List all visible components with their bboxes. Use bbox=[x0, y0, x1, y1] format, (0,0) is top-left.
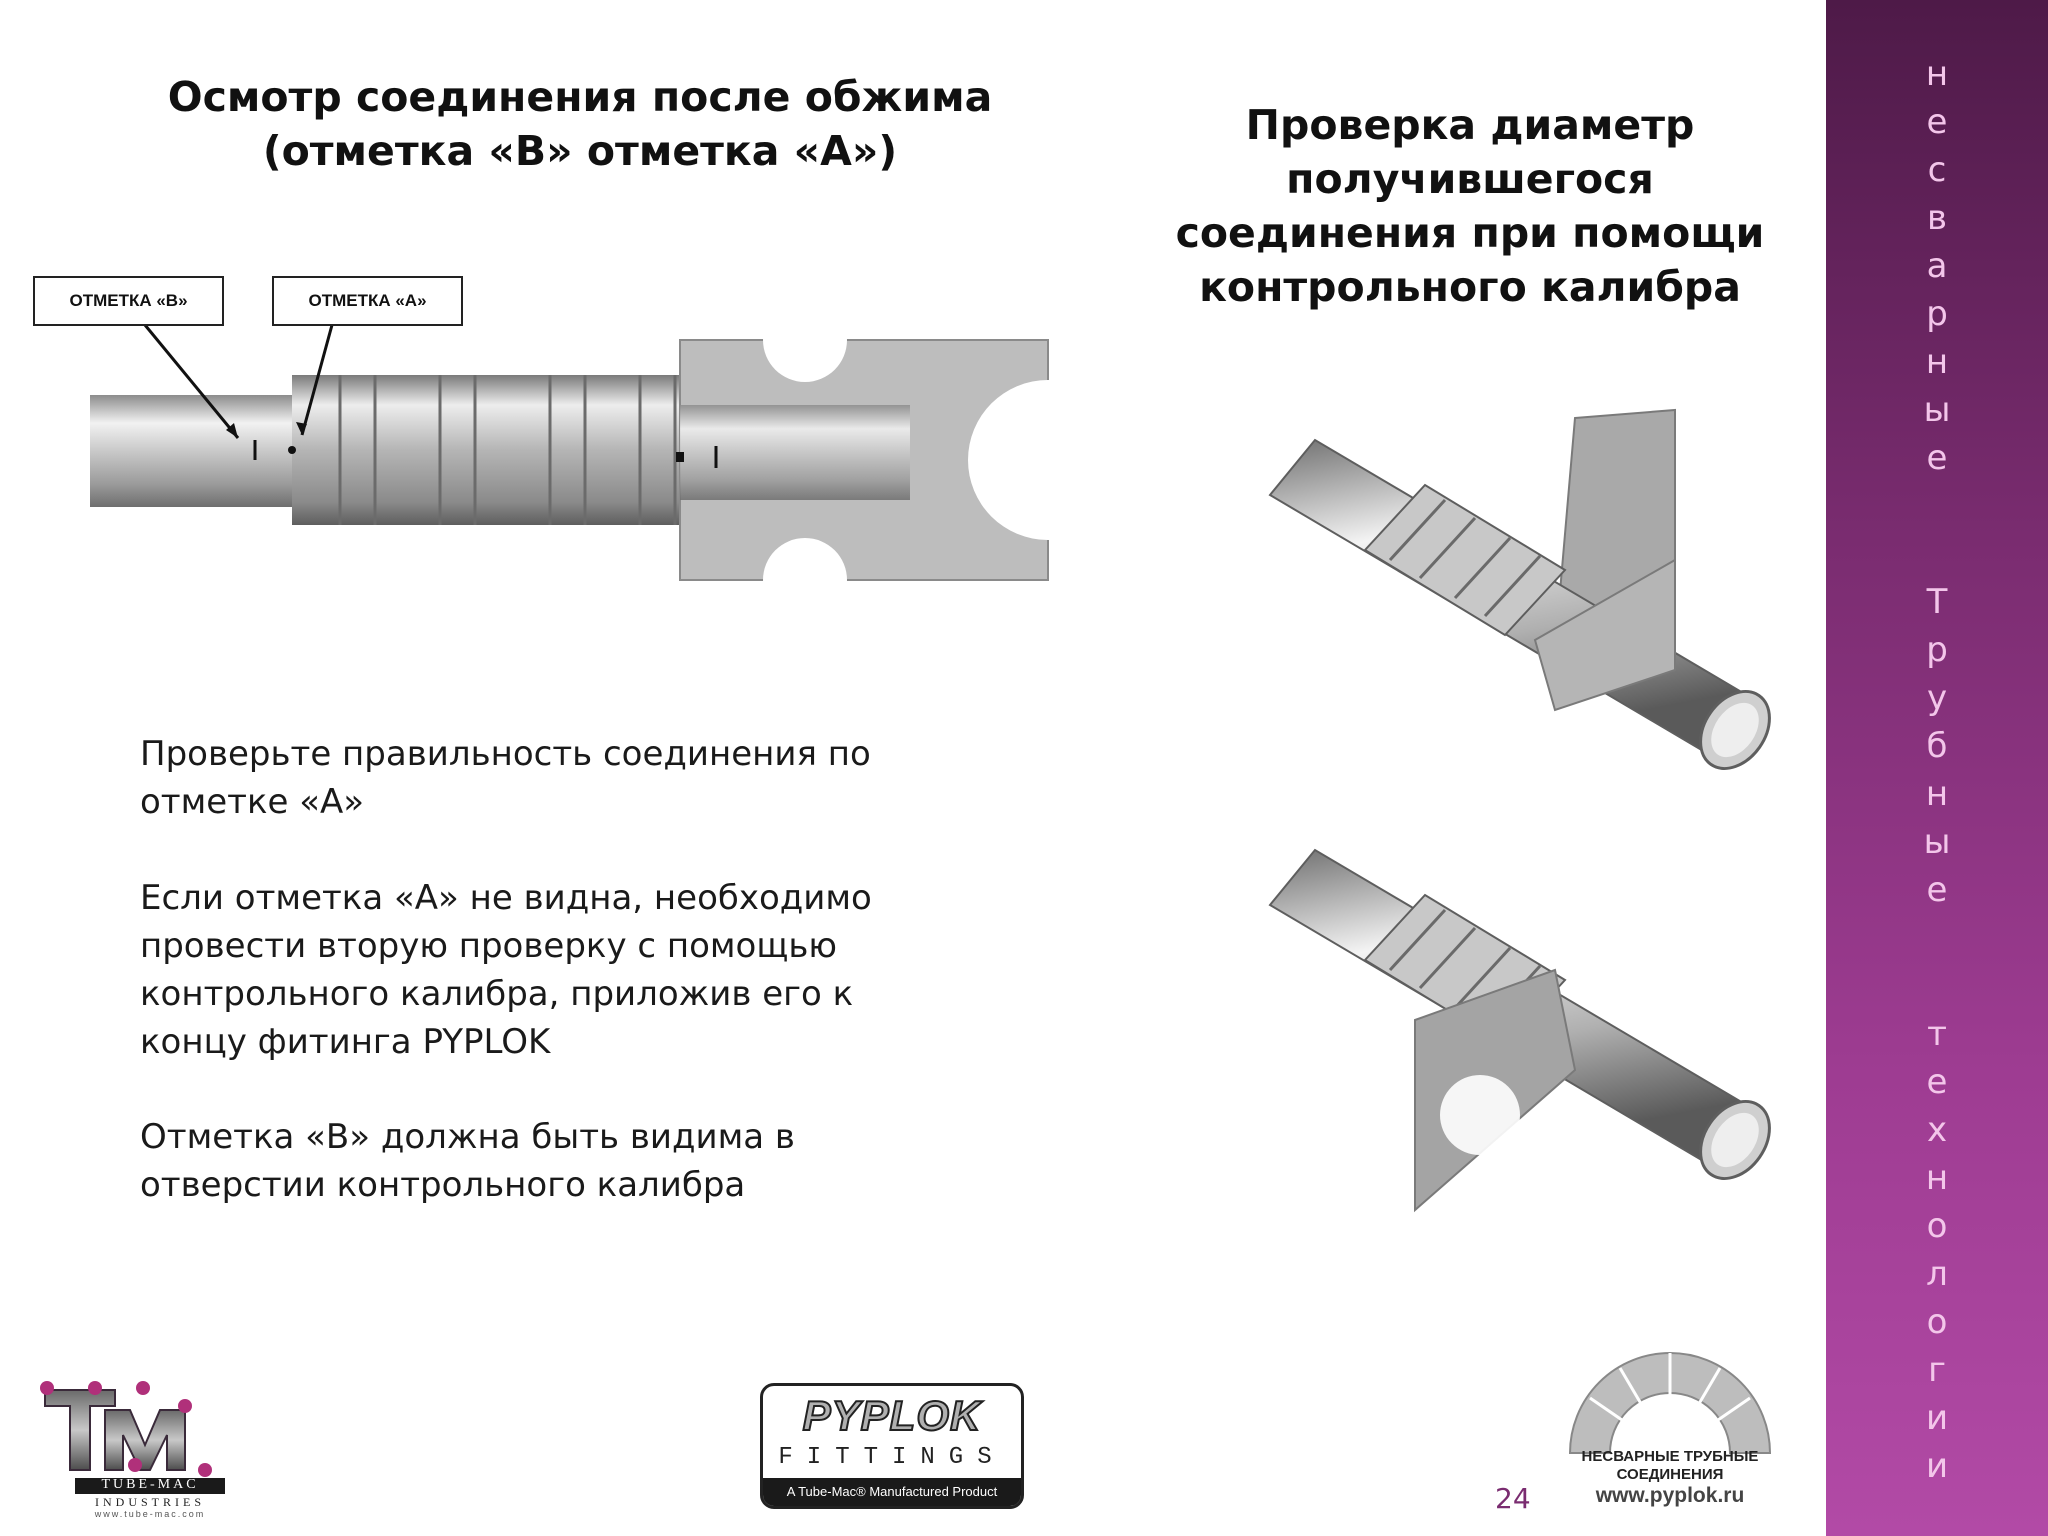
right-logo-line1: НЕСВАРНЫЕ ТРУБНЫЕ bbox=[1581, 1448, 1759, 1465]
page-number: 24 bbox=[1495, 1482, 1531, 1515]
rosette-logo-mark bbox=[1568, 1352, 1772, 1493]
right-title: Проверка диаметр получившегося соединени… bbox=[1175, 101, 1765, 311]
paragraph-check-mark-a: Проверьте правильность соединения по отм… bbox=[140, 734, 871, 822]
gauge-illustration-top bbox=[1268, 408, 1771, 770]
pipe-marks-illustration bbox=[90, 298, 1060, 600]
pyplok-fittings-text: FITTINGS bbox=[778, 1444, 1006, 1471]
pyplok-brand-text: PYPLOK bbox=[802, 1391, 982, 1440]
right-logo-url[interactable]: www.pyplok.ru bbox=[1595, 1484, 1745, 1507]
pyplok-logo: PYPLOK FITTINGS A Tube-Mac® Manufactured… bbox=[760, 1383, 1024, 1509]
fitting-body bbox=[292, 375, 712, 525]
tubemac-brand-text: TUBE-MAC bbox=[101, 1477, 199, 1492]
right-logo-line2: СОЕДИНЕНИЯ bbox=[1616, 1466, 1724, 1483]
tubemac-sub-text: INDUSTRIES bbox=[94, 1495, 205, 1509]
tubemac-url-text: www.tube-mac.com bbox=[94, 1509, 206, 1519]
pyplok-tagline-text: A Tube-Mac® Manufactured Product bbox=[763, 1478, 1021, 1506]
callout-mark-a: ОТМЕТКА «А» bbox=[272, 276, 463, 326]
tubemac-logo-mark bbox=[40, 1381, 225, 1494]
mark-a bbox=[288, 446, 296, 454]
sidebar-band: н е с в а р н ы е Т р у б н ы е т е х н … bbox=[1826, 0, 2048, 1536]
left-title: Осмотр соединения после обжима (отметка … bbox=[167, 73, 993, 175]
callout-mark-b: ОТМЕТКА «В» bbox=[33, 276, 224, 326]
gauge-illustration-bottom bbox=[1268, 848, 1771, 1213]
sidebar-vertical-text: н е с в а р н ы е Т р у б н ы е т е х н … bbox=[1923, 54, 1951, 1486]
paragraph-mark-b-visible: Отметка «В» должна быть видима в отверст… bbox=[140, 1117, 795, 1205]
pyplok-ru-logo: НЕСВАРНЫЕ ТРУБНЫЕ СОЕДИНЕНИЯ www.pyplok.… bbox=[1560, 1338, 1780, 1518]
tubemac-logo: TUBE-MAC INDUSTRIES www.tube-mac.com bbox=[35, 1370, 235, 1520]
paragraph-second-check: Если отметка «А» не видна, необходимо пр… bbox=[140, 878, 872, 1062]
